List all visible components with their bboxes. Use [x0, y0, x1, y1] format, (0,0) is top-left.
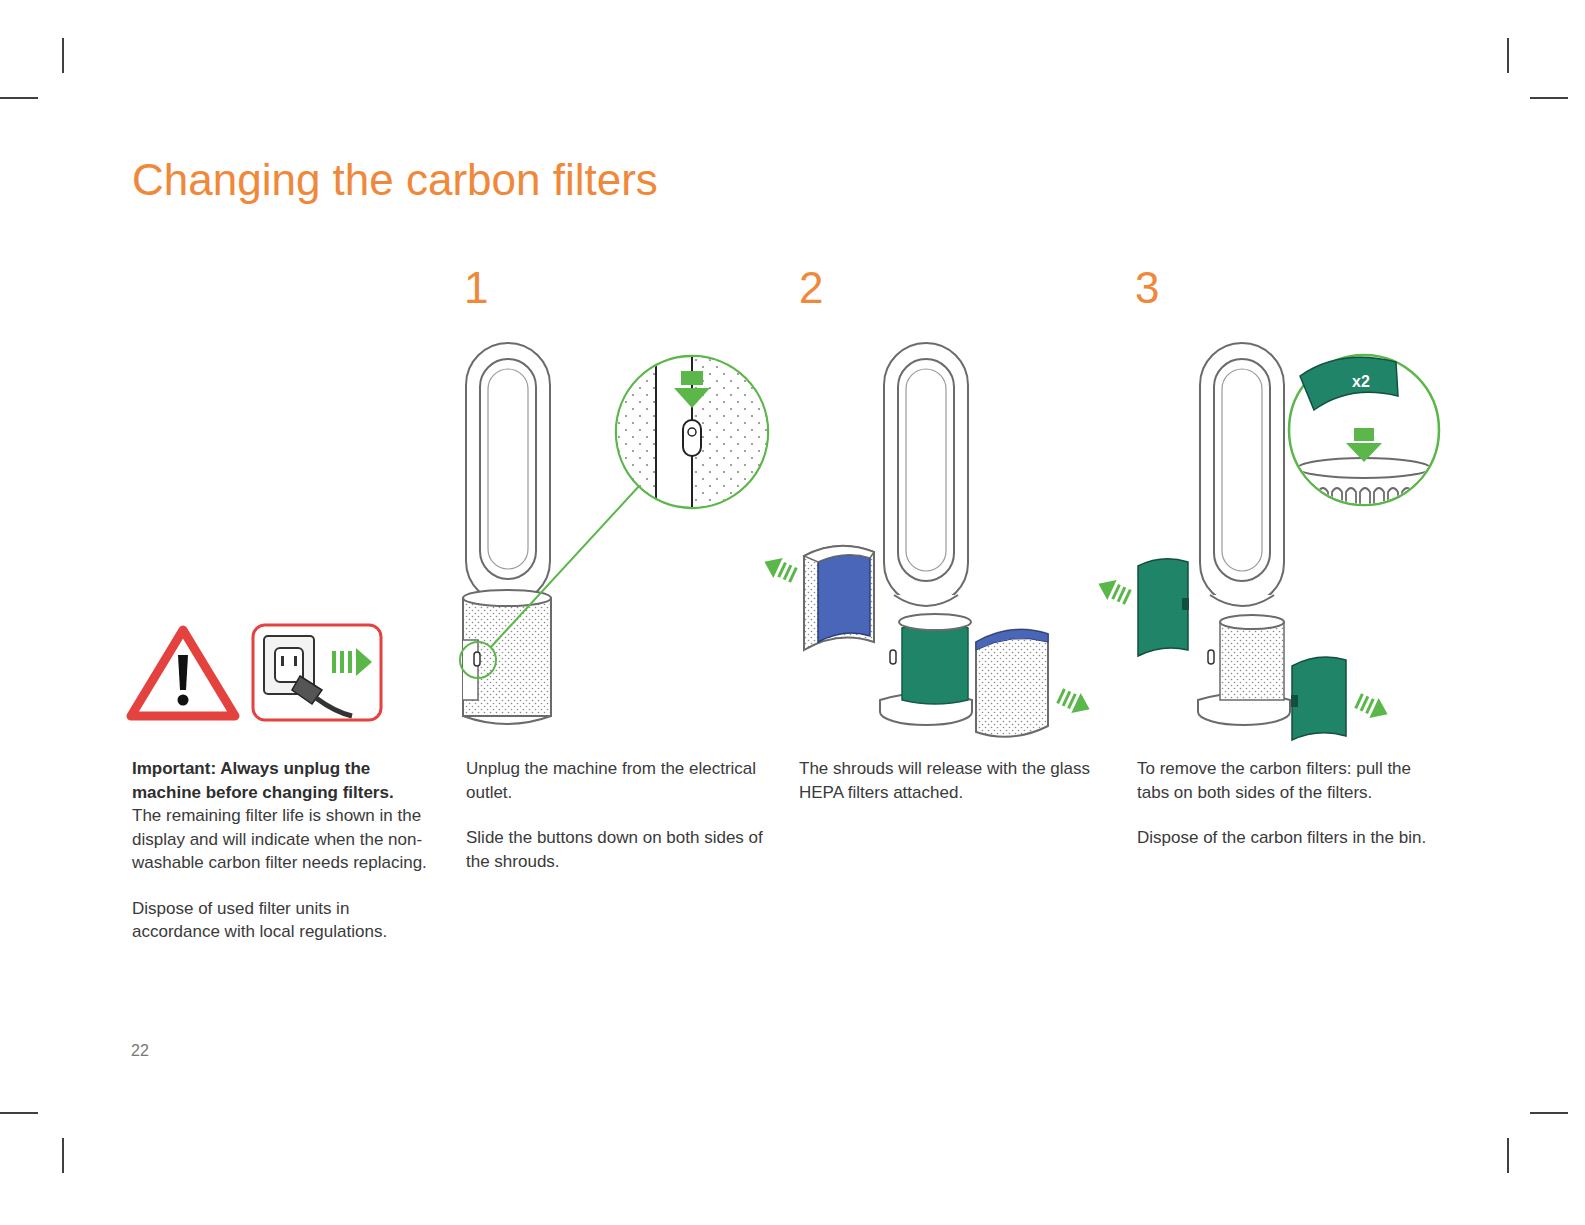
loop-outer	[466, 343, 550, 603]
loop-neck	[894, 595, 958, 606]
filter-tab	[1182, 598, 1189, 610]
fan-loop	[466, 343, 550, 604]
loop-inner	[898, 359, 954, 581]
magnified-detail	[615, 350, 772, 520]
fan-loop	[884, 343, 968, 606]
arrow-head	[674, 388, 710, 408]
loop-inner	[480, 359, 536, 579]
carbon-filter	[1292, 657, 1346, 740]
arrow-stripe	[788, 567, 797, 583]
step-text: The shrouds will release with the glass …	[799, 757, 1099, 804]
crop-mark	[0, 97, 38, 99]
arrow-stripe	[340, 651, 344, 673]
crop-mark	[62, 38, 64, 73]
warning-note: Important: Always unplug the machine bef…	[132, 757, 432, 804]
fan-loop	[1200, 343, 1284, 606]
warning-triangle	[131, 630, 235, 716]
plug-cord	[316, 698, 352, 716]
step-number: 1	[464, 266, 488, 310]
step-text: To remove the carbon filters: pull the t…	[1137, 757, 1437, 804]
socket-slot	[294, 656, 297, 666]
loop-inner-edge	[1222, 369, 1262, 571]
button-grip	[688, 428, 696, 436]
base-top	[463, 590, 551, 606]
unplug-icon-frame	[253, 625, 381, 720]
body-text: Dispose of used filter units in accordan…	[132, 897, 432, 944]
crop-mark	[1530, 97, 1568, 99]
release-button	[1208, 650, 1214, 664]
crop-mark	[62, 1138, 64, 1173]
filter-top-cap	[899, 614, 971, 630]
shroud-seam	[463, 598, 478, 700]
hepa-filter-edge	[976, 630, 1048, 651]
step-text: Dispose of the carbon filters in the bin…	[1137, 826, 1437, 850]
fan-base-grille	[463, 598, 551, 716]
arrow-stripe	[348, 651, 352, 673]
arrow-stripe	[1056, 688, 1065, 704]
shroud-edge	[655, 350, 657, 520]
crop-mark	[1507, 38, 1509, 73]
arrow-stripe	[332, 651, 336, 673]
crop-mark	[1530, 1112, 1568, 1114]
arrow-head	[356, 648, 372, 676]
shroud	[804, 546, 874, 650]
loop-outer	[884, 343, 968, 605]
bin-arch	[1374, 488, 1384, 505]
direction-arrow	[1055, 685, 1094, 719]
bin-arch	[1402, 488, 1412, 505]
direction-arrow	[1094, 574, 1133, 608]
exclamation-mark	[178, 655, 188, 690]
release-button	[683, 420, 701, 456]
crop-mark	[1507, 1138, 1509, 1173]
bin-arch	[1318, 488, 1328, 505]
arrow-stem	[681, 371, 703, 385]
step-number: 3	[1135, 266, 1159, 310]
exclamation-dot	[178, 695, 189, 706]
socket-slot	[281, 656, 284, 666]
filter-tab	[1291, 695, 1298, 707]
arrow-stem	[1354, 428, 1374, 441]
bin-arch	[1360, 488, 1370, 505]
bin-arch	[1332, 488, 1342, 505]
inner-cylinder	[1220, 622, 1284, 700]
body-text: The remaining filter life is shown in th…	[132, 804, 432, 875]
loop-inner-edge	[488, 369, 528, 569]
loop-inner	[1214, 359, 1270, 581]
grille-texture	[692, 350, 772, 520]
bin-arch	[1346, 488, 1356, 505]
page-title: Changing the carbon filters	[132, 156, 658, 204]
cylinder-top	[1220, 615, 1284, 629]
callout-leader	[491, 485, 640, 647]
carbon-filter	[1300, 357, 1398, 410]
loop-neck	[1210, 595, 1274, 606]
direction-arrow	[1353, 690, 1392, 724]
step-number: 2	[799, 266, 823, 310]
loop-inner-edge	[906, 369, 946, 571]
shroud-rim	[804, 546, 874, 562]
callout-circle	[460, 642, 496, 678]
step-text: Unplug the machine from the electrical o…	[466, 757, 766, 804]
grille-texture	[615, 350, 655, 520]
hepa-filter	[818, 555, 870, 642]
arrow-stripe	[1354, 693, 1363, 709]
loop-outer	[1200, 343, 1284, 605]
carbon-filter	[1138, 559, 1188, 656]
carbon-filter	[902, 623, 968, 704]
release-button	[890, 650, 896, 664]
arrow-head	[1346, 443, 1382, 462]
page-number: 22	[131, 1042, 149, 1060]
arrow-stripe	[1122, 589, 1131, 605]
crop-mark	[0, 1112, 38, 1114]
direction-arrow	[760, 552, 799, 586]
bin-arch	[1388, 488, 1398, 505]
shroud	[976, 630, 1048, 737]
step-text: Slide the buttons down on both sides of …	[466, 826, 766, 873]
quantity-mark: x2	[1352, 374, 1370, 390]
magnified-detail	[1298, 458, 1430, 520]
release-button	[474, 652, 480, 666]
base-bottom	[463, 716, 551, 724]
